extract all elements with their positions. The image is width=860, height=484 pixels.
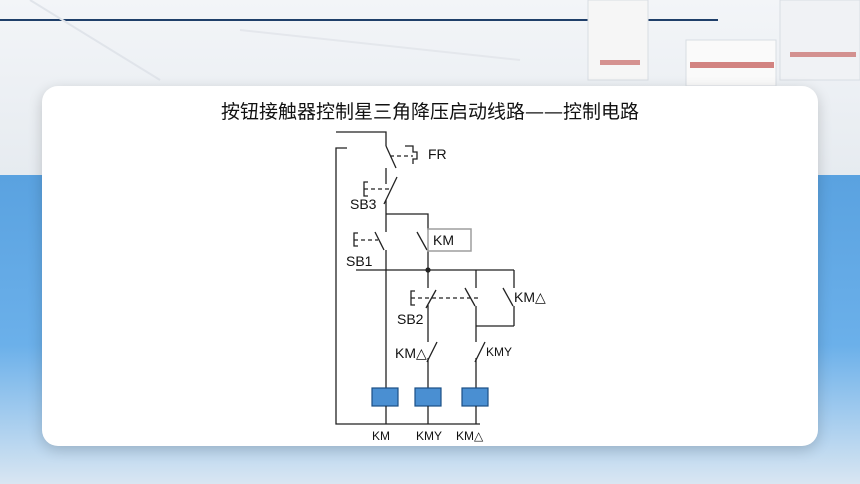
km-delta-interlock [426,326,438,388]
coil-km-delta [461,387,489,407]
background-decoration [29,0,860,87]
coil-km-y-label: KMY [416,429,442,443]
sb2-button [410,270,478,326]
sb2-label: SB2 [397,311,424,327]
km-delta-hold-label: KM△ [514,289,546,305]
sb3-label: SB3 [350,196,377,212]
coil-km-delta-label: KM△ [456,429,484,443]
sb3-branch-wire [386,213,429,230]
km-delta-nc-label: KM△ [395,345,427,361]
sb3-button [363,176,398,214]
km-hold-contact [416,231,429,270]
km-contact-label: KM [433,232,454,248]
km-delta-hold-contact [502,270,515,326]
fr-contact [385,145,418,178]
sb1-button [353,214,387,270]
header-rule [0,19,718,21]
km-y-interlock [474,326,486,388]
fr-label: FR [428,146,447,162]
slide-title: 按钮接触器控制星三角降压启动线路——控制电路 [220,101,639,123]
coil-km-label: KM [372,429,390,443]
coil-km-y [414,387,442,407]
km-y-nc-label: KMY [486,345,512,359]
top-wire [336,131,387,146]
sb1-label: SB1 [346,253,373,269]
km-highlight-box [427,228,472,252]
coil-km [371,387,399,407]
left-supply-wire [335,147,480,425]
content-card [42,86,818,446]
sb2-linked-contact [464,270,477,326]
